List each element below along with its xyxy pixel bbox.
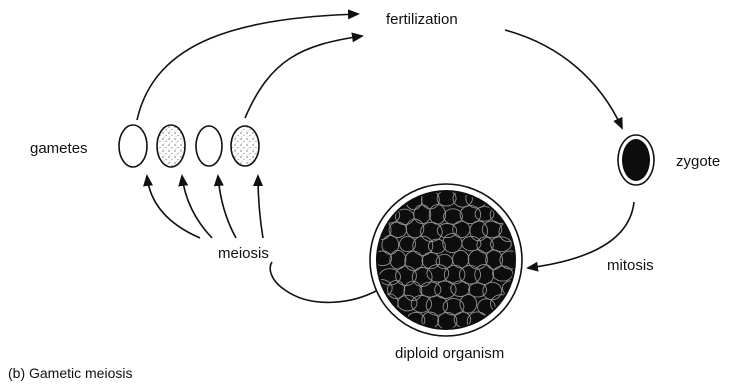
arc-meiosis-to-gamete-3 xyxy=(218,176,236,238)
gamete-stippled-2 xyxy=(231,126,259,166)
arc-meiosis-to-gamete-1 xyxy=(147,176,200,238)
arc-organism-to-meiosis xyxy=(270,262,378,302)
gamete-plain-2 xyxy=(196,126,222,166)
figure-caption: (b) Gametic meiosis xyxy=(8,364,132,382)
diploid-organism-label: diploid organism xyxy=(395,345,504,363)
gamete-plain-1 xyxy=(119,125,147,167)
arc-gametes-to-fertilization-inner xyxy=(245,36,362,118)
zygote-label: zygote xyxy=(676,153,720,171)
arc-fertilization-to-zygote xyxy=(505,30,622,128)
gametes-label: gametes xyxy=(30,140,88,158)
arc-meiosis-to-gamete-4 xyxy=(258,176,263,238)
diploid-organism-cell xyxy=(370,184,522,336)
zygote-cell xyxy=(618,135,654,185)
arc-gametes-to-fertilization-outer xyxy=(137,14,358,120)
fertilization-label: fertilization xyxy=(386,11,458,29)
mitosis-label: mitosis xyxy=(607,257,654,275)
meiosis-label: meiosis xyxy=(218,245,269,263)
gamete-stippled-1 xyxy=(157,125,185,167)
arc-meiosis-to-gamete-2 xyxy=(182,176,212,238)
